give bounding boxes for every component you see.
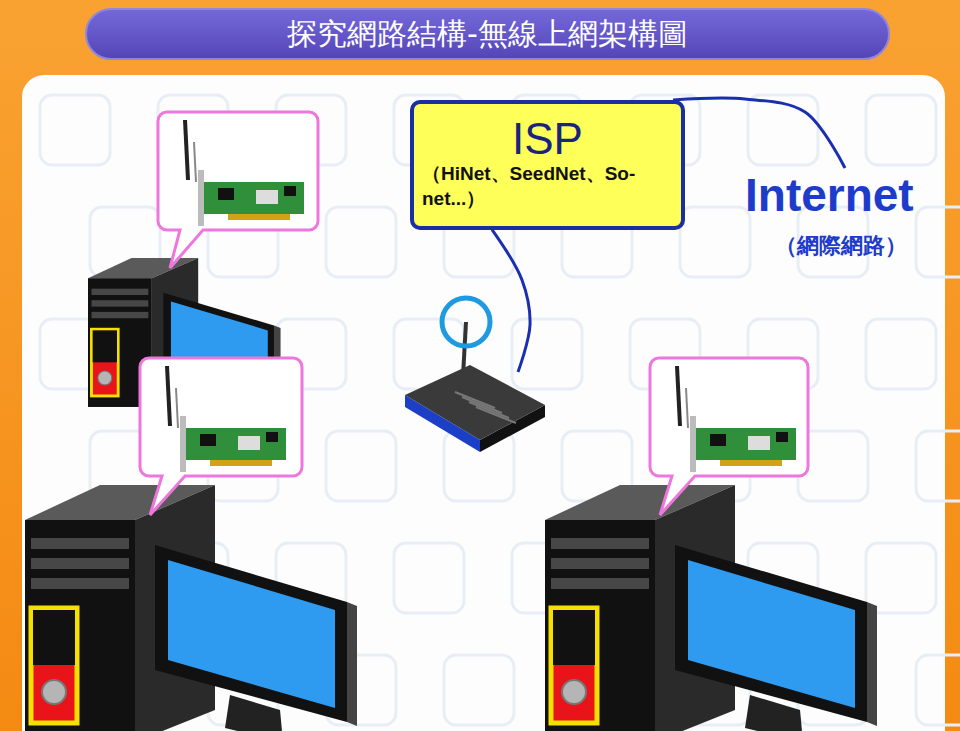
pattern-square <box>680 207 750 277</box>
card-antenna-cable <box>686 388 688 428</box>
front-panel <box>31 608 77 723</box>
monitor-screen <box>688 560 855 708</box>
card-antenna <box>185 120 188 180</box>
card-chip <box>710 434 726 446</box>
pattern-square <box>916 207 960 277</box>
card-antenna <box>677 366 680 426</box>
card-chip <box>218 188 234 200</box>
drive-bay <box>31 558 129 569</box>
wireless-router <box>405 298 545 452</box>
monitor-side <box>347 602 357 726</box>
router-vent <box>469 402 509 418</box>
antenna-signal-ring <box>442 298 490 346</box>
front-panel <box>551 608 597 723</box>
monitor-screen <box>168 560 335 708</box>
node-body: （HiNet、SeedNet、So-net...） <box>422 162 673 211</box>
front-panel-dark <box>93 330 117 362</box>
callout <box>158 112 318 268</box>
isp-internet-line <box>673 98 845 168</box>
tower-front <box>25 520 135 731</box>
card-chip <box>200 434 216 446</box>
card-contacts <box>210 460 272 466</box>
isp-box: ISP（HiNet、SeedNet、So-net...） <box>410 100 685 230</box>
card-chip <box>238 436 260 450</box>
drive-bay <box>31 538 129 549</box>
drive-bay <box>551 578 649 589</box>
front-panel-dark <box>553 610 595 665</box>
card-antenna-cable <box>176 388 178 428</box>
drive-bay <box>551 538 649 549</box>
router-vent <box>462 397 502 413</box>
card-board <box>204 182 304 214</box>
pattern-square <box>916 431 960 501</box>
card-contacts <box>228 214 290 220</box>
computer <box>545 485 877 731</box>
card-bracket <box>198 170 204 226</box>
pattern-square <box>40 95 110 165</box>
drive-bay <box>31 578 129 589</box>
monitor-side <box>867 602 877 726</box>
pattern-square <box>916 655 960 725</box>
card-chip <box>284 186 296 196</box>
card-bracket <box>690 416 696 472</box>
callout <box>650 358 808 515</box>
power-button <box>42 680 66 704</box>
pattern-square <box>748 95 818 165</box>
drive-bay <box>551 558 649 569</box>
router-vent <box>476 407 516 423</box>
network-note: （網際網路） <box>775 234 907 258</box>
network-name: Internet <box>745 170 914 221</box>
router-isp-line <box>492 230 530 372</box>
pattern-square <box>444 655 514 725</box>
pattern-square <box>326 431 396 501</box>
power-button <box>98 371 112 385</box>
monitor-frame <box>675 545 867 722</box>
card-chip <box>748 436 770 450</box>
pattern-square <box>326 207 396 277</box>
title-bar: 探究網路結構-無線上網架構圖 <box>85 8 890 60</box>
callout-bubble <box>158 112 318 268</box>
node-heading: ISP <box>422 116 673 162</box>
card-antenna <box>167 366 170 426</box>
router-top <box>405 365 545 440</box>
computer <box>25 485 357 731</box>
card-contacts <box>720 460 782 466</box>
card-board <box>696 428 796 460</box>
card-board <box>186 428 286 460</box>
background-pattern <box>40 95 960 725</box>
pattern-square <box>866 543 936 613</box>
callout-bubble <box>140 358 302 515</box>
card-bracket <box>180 416 186 472</box>
callout-bubble <box>650 358 808 515</box>
card-antenna-cable <box>194 142 196 182</box>
drive-bay <box>91 312 148 318</box>
pattern-square <box>394 543 464 613</box>
tower-front <box>545 520 655 731</box>
card-chip <box>256 190 278 204</box>
monitor-frame <box>155 545 347 722</box>
front-panel-dark <box>33 610 75 665</box>
card-chip <box>266 432 278 442</box>
card-chip <box>776 432 788 442</box>
callout <box>140 358 302 515</box>
power-button <box>562 680 586 704</box>
router-vent <box>455 392 495 408</box>
pattern-square <box>866 319 936 389</box>
drive-bay <box>91 300 148 306</box>
front-panel <box>91 329 118 396</box>
pattern-square <box>866 95 936 165</box>
drive-bay <box>91 289 148 295</box>
